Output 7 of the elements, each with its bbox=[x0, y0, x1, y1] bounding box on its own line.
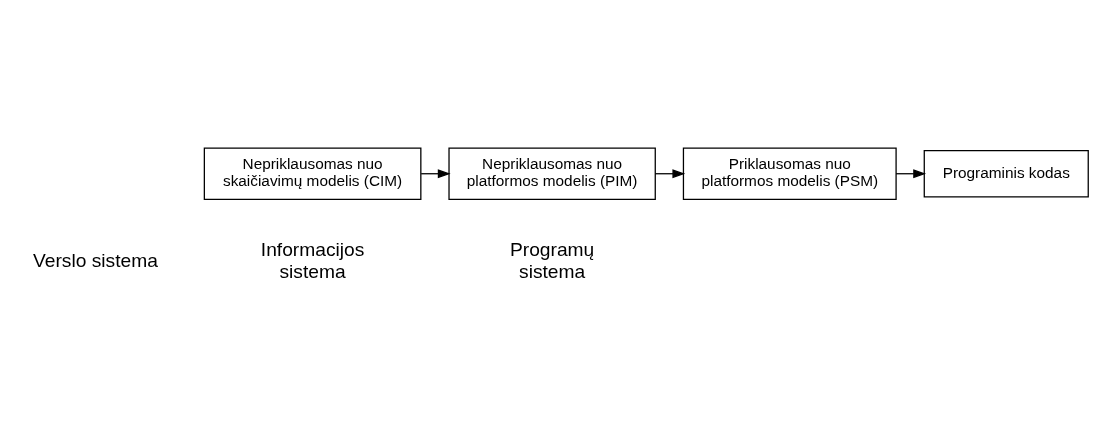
node-box: Nepriklausomas nuo skaičiavimų modelis (CIM) bbox=[203, 147, 422, 200]
label: Informacijos sistema bbox=[260, 238, 365, 282]
label: Programų sistema bbox=[509, 238, 595, 282]
node-box: Priklausomas nuo platformos modelis (PSM) bbox=[682, 147, 897, 200]
label: Verslo sistema bbox=[33, 249, 158, 271]
node-box: Programinis kodas bbox=[923, 150, 1089, 198]
node-box: Nepriklausomas nuo platformos modelis (PIM) bbox=[448, 147, 656, 200]
